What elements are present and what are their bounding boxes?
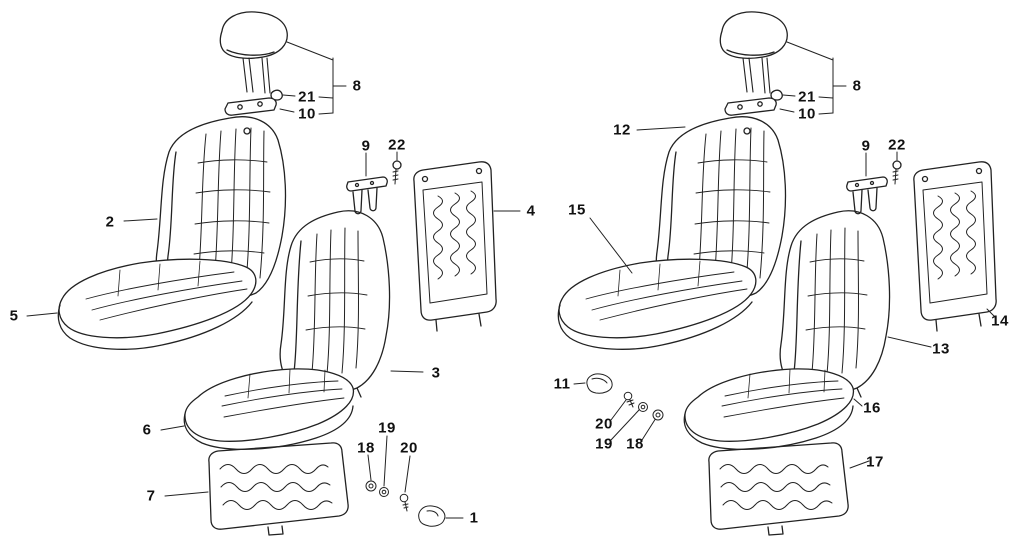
left-leader-lines <box>26 210 521 519</box>
grommet-part <box>652 409 664 421</box>
right-seat-extras <box>573 126 996 469</box>
recliner-knob-part <box>586 373 613 394</box>
hook-bracket-part <box>418 505 446 527</box>
washer-part <box>638 402 648 412</box>
grommet-part <box>365 480 377 492</box>
left-seat-drawing <box>57 11 497 536</box>
bolt-part <box>399 493 409 512</box>
washer-part <box>379 487 389 497</box>
right-leader-lines <box>573 126 996 469</box>
left-seat-extras <box>26 210 521 527</box>
bolt-part <box>623 391 635 408</box>
right-seat-drawing <box>557 11 997 536</box>
